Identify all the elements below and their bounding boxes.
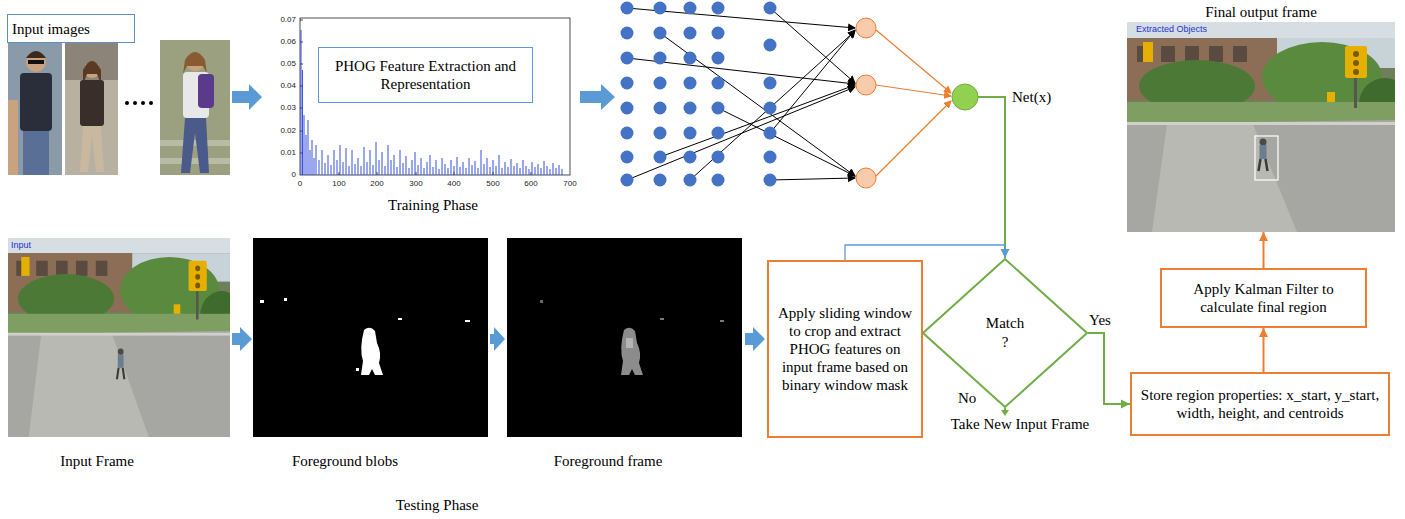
axis-tick-label: 0.04 (280, 81, 296, 91)
diamond-outline (922, 258, 1088, 408)
axis-tick-label: 100 (332, 179, 345, 189)
neural-network (621, 2, 1006, 259)
text-label: Input Frame (60, 452, 134, 470)
process-box: Apply Kalman Filter to calculate final r… (1160, 268, 1367, 328)
node-text-group: Input images (12, 20, 90, 38)
connector-line (1088, 333, 1130, 404)
histogram-plot (300, 18, 570, 175)
no-branch-arrow (1001, 408, 1009, 416)
connector (1259, 232, 1268, 268)
axis-tick-label: 0.06 (280, 37, 296, 47)
node-text: Match ? (981, 314, 1029, 352)
title-box: Input images (7, 14, 135, 43)
connector (845, 245, 1010, 260)
process-box: PHOG Feature Extraction and Representati… (318, 47, 533, 103)
output-frame-image (1127, 22, 1405, 232)
axis-tick-label: 200 (370, 179, 383, 189)
axis-tick-label: 700 (563, 179, 576, 189)
axis-tick-label: 0.07 (280, 15, 296, 25)
axis-tick-label: 600 (524, 179, 537, 189)
node-text: Apply Kalman Filter to calculate final r… (1168, 280, 1359, 316)
text-label: Net(x) (1012, 88, 1051, 106)
diamond-shape (923, 259, 1087, 407)
input-image-strip (8, 40, 230, 175)
connector (1088, 333, 1130, 409)
image-caption-text: Extracted Objects (1136, 24, 1207, 35)
node-text-group: Match ? (981, 314, 1029, 352)
axis-tick-label: 0.02 (280, 126, 296, 136)
text-label: Training Phase (388, 196, 478, 214)
node-text: Input images (12, 20, 90, 38)
connector (1259, 328, 1268, 372)
decision-diamond: Match ? (922, 258, 1088, 408)
arrowhead (1259, 328, 1268, 337)
text-label: Foreground blobs (292, 452, 398, 470)
node-text-group: Store region properties: x_start, y_star… (1138, 386, 1382, 422)
frame-heading: Final output frame (1127, 3, 1395, 21)
input-frame-image (8, 238, 243, 437)
axis-tick-label: 400 (447, 179, 460, 189)
axis-tick-label: 0 (298, 179, 302, 189)
foreground-blobs-image (253, 238, 488, 437)
process-box: Apply sliding window to crop and extract… (767, 260, 923, 438)
axis-tick-label: 0.03 (280, 103, 296, 113)
axis-tick-label: 300 (409, 179, 422, 189)
output-frame: Final output frame (1127, 22, 1395, 232)
node-text-group: Apply Kalman Filter to calculate final r… (1168, 280, 1359, 316)
axis-tick-label: 0.01 (280, 148, 296, 158)
arrowhead (1001, 249, 1010, 258)
axis-tick-label: 0.05 (280, 59, 296, 69)
node-text: Store region properties: x_start, y_star… (1138, 386, 1382, 422)
text-label: Take New Input Frame (951, 415, 1090, 433)
arrowhead (1259, 232, 1268, 241)
connector-line (845, 245, 1005, 260)
image-caption-text: Input (11, 240, 31, 251)
axis-tick-label: 0 (292, 170, 296, 180)
edge-label: Yes (1087, 312, 1113, 329)
arrowhead (1121, 400, 1130, 409)
text-label: Foreground frame (554, 452, 663, 470)
text-label: No (958, 389, 976, 407)
text-label: Testing Phase (396, 496, 479, 514)
node-text-group: Apply sliding window to crop and extract… (775, 304, 915, 394)
foreground-frame-image (507, 238, 742, 437)
node-text-group: PHOG Feature Extraction and Representati… (327, 57, 524, 93)
node-text: PHOG Feature Extraction and Representati… (327, 57, 524, 93)
process-box: Store region properties: x_start, y_star… (1130, 372, 1390, 436)
axis-tick-label: 500 (486, 179, 499, 189)
node-text: Apply sliding window to crop and extract… (775, 304, 915, 394)
